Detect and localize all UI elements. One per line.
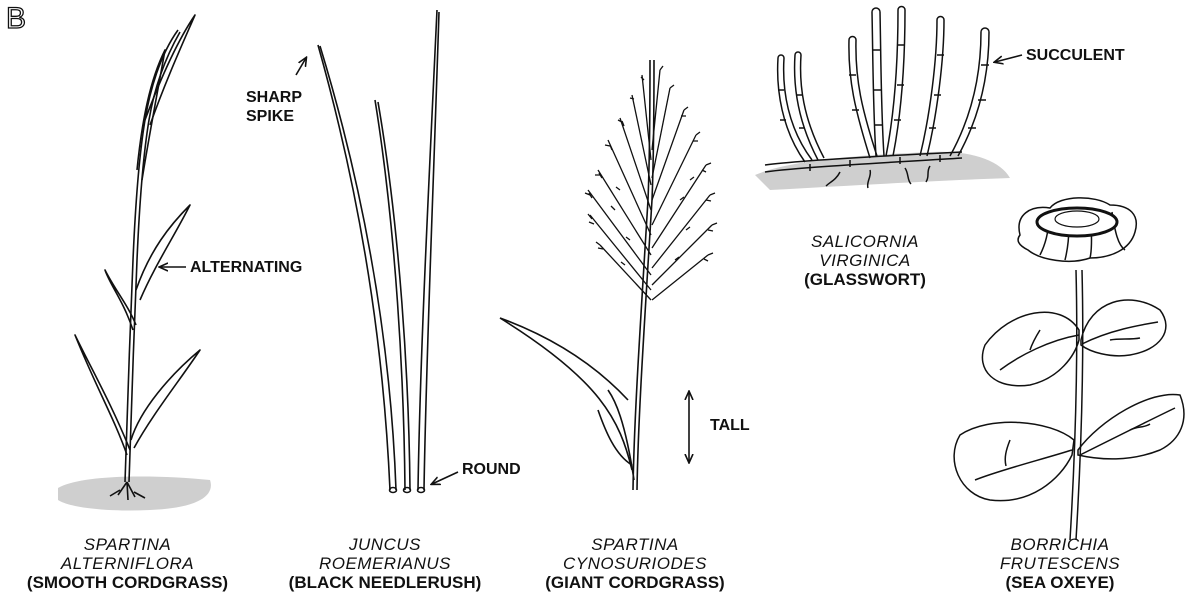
- sharp-label: SHARP: [246, 88, 302, 107]
- species-label-smooth-cordgrass: SPARTINA ALTERNIFLORA (SMOOTH CORDGRASS): [0, 535, 255, 592]
- scientific-name: VIRGINICA: [790, 251, 940, 270]
- succulent-arrow: [995, 55, 1022, 62]
- common-name: (GLASSWORT): [790, 270, 940, 289]
- scientific-name: JUNCUS: [265, 535, 505, 554]
- scientific-name: FRUTESCENS: [975, 554, 1145, 573]
- glasswort-soil: [755, 152, 1010, 190]
- round-label: ROUND: [462, 460, 521, 479]
- tall-label: TALL: [710, 416, 750, 435]
- sea-oxeye-drawing: [954, 198, 1184, 540]
- giant-cordgrass-panicle: [585, 66, 717, 300]
- common-name: (GIANT CORDGRASS): [535, 573, 735, 592]
- common-name: (SMOOTH CORDGRASS): [0, 573, 255, 592]
- spike-label: SPIKE: [246, 107, 302, 126]
- scientific-name: BORRICHIA: [975, 535, 1145, 554]
- giant-cordgrass-drawing: [500, 60, 654, 490]
- common-name: (SEA OXEYE): [975, 573, 1145, 592]
- sharp-spike-arrow: [296, 58, 306, 75]
- sharp-spike-label: SHARP SPIKE: [246, 88, 302, 126]
- scientific-name: CYNOSURIODES: [535, 554, 735, 573]
- species-label-glasswort: SALICORNIA VIRGINICA (GLASSWORT): [790, 232, 940, 289]
- scientific-name: ALTERNIFLORA: [0, 554, 255, 573]
- scientific-name: SALICORNIA: [790, 232, 940, 251]
- species-label-sea-oxeye: BORRICHIA FRUTESCENS (SEA OXEYE): [975, 535, 1145, 592]
- sea-oxeye-disc: [1037, 208, 1117, 236]
- common-name: (BLACK NEEDLERUSH): [265, 573, 505, 592]
- smooth-cordgrass-soil: [58, 476, 211, 510]
- species-label-black-needlerush: JUNCUS ROEMERIANUS (BLACK NEEDLERUSH): [265, 535, 505, 592]
- species-label-giant-cordgrass: SPARTINA CYNOSURIODES (GIANT CORDGRASS): [535, 535, 735, 592]
- smooth-cordgrass-drawing: [58, 15, 211, 511]
- glasswort-drawing: [755, 7, 1010, 191]
- alternating-label: ALTERNATING: [190, 258, 302, 277]
- scientific-name: SPARTINA: [0, 535, 255, 554]
- scientific-name: SPARTINA: [535, 535, 735, 554]
- succulent-label: SUCCULENT: [1026, 46, 1125, 65]
- round-arrow: [432, 472, 458, 484]
- black-needlerush-drawing: [318, 10, 439, 493]
- scientific-name: ROEMERIANUS: [265, 554, 505, 573]
